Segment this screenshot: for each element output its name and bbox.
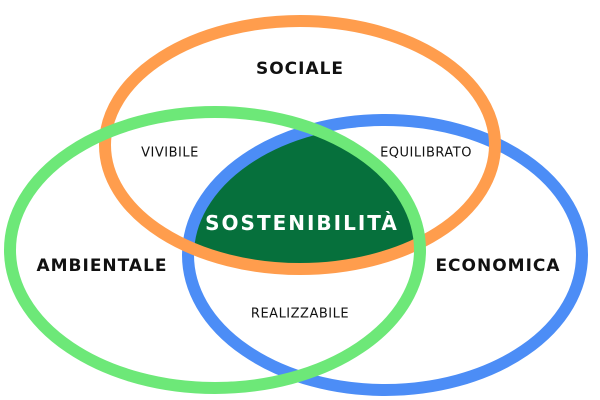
realizzabile-label: REALIZZABILE: [250, 306, 350, 322]
equilibrato-label: EQUILIBRATO: [380, 145, 472, 161]
sociale-circle: [99, 15, 501, 275]
sociale-label: SOCIALE: [255, 59, 345, 79]
vivibile-label: VIVIBILE: [141, 145, 199, 161]
sostenibilita-label: SOSTENIBILITÀ: [205, 211, 399, 235]
ambientale-circle: [4, 106, 426, 394]
ambientale-label: AMBIENTALE: [36, 256, 168, 276]
economica-circle: [182, 114, 588, 396]
economica-label: ECONOMICA: [435, 256, 561, 276]
